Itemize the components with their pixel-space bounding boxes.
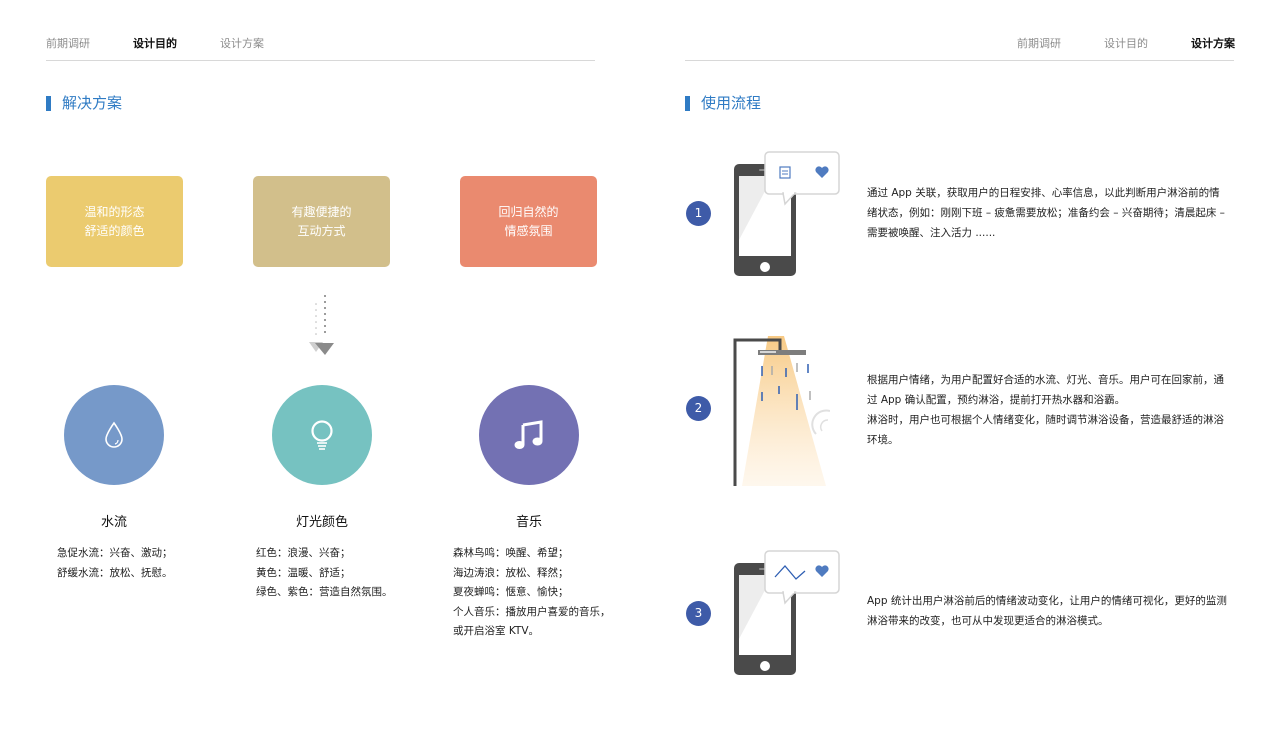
section-title-solution: 解决方案 [46,95,122,113]
shower-light-icon [733,336,830,486]
phone-calendar-heart-icon [734,151,840,276]
desc-line: 黄色：温暖、舒适； [256,566,351,579]
left-nav-divider [46,60,595,61]
feature-desc-water: 急促水流：兴奋、激动； 舒缓水流：放松、抚慰。 [57,544,173,583]
music-circle [479,385,579,485]
desc-line: 急促水流：兴奋、激动； [57,547,173,559]
down-arrow-icon [309,295,334,355]
desc-line: 淋浴带来的改变，也可从中发现更适合的淋浴模式。 [867,615,1109,627]
water-flow-circle [64,385,164,485]
card-natural-emotion: 回归自然的 情感氛围 [460,176,597,267]
card-gentle-form: 温和的形态 舒适的颜色 [46,176,183,267]
nav-item-research[interactable]: 前期调研 [1017,37,1061,50]
desc-line: 森林鸟鸣：唤醒、希望； [453,547,569,559]
desc-line: 舒缓水流：放松、抚慰。 [57,566,173,579]
desc-line: 海边涛浪：放松、释然； [453,566,569,579]
feature-title-music: 音乐 [515,515,542,530]
phone-wave-heart-icon [734,550,840,675]
desc-line: 根据用户情绪，为用户配置好合适的水流、灯光、音乐。用户可在回家前，通 [867,374,1224,386]
desc-line: 通过 App 关联，获取用户的日程安排、心率信息，以此判断用户淋浴前的情 [867,187,1220,199]
feature-desc-light: 红色：浪漫、兴奋； 黄色：温暖、舒适； 绿色、紫色：营造自然氛围。 [256,544,393,603]
right-nav-divider [685,60,1234,61]
nav-item-plan[interactable]: 设计方案 [1191,37,1235,50]
water-drop-icon [105,421,123,448]
nav-item-research[interactable]: 前期调研 [46,37,90,50]
card-interaction: 有趣便捷的 互动方式 [253,176,390,267]
card-line: 情感氛围 [504,223,553,238]
step-desc-3: App 统计出用户淋浴前后的情绪波动变化，让用户的情绪可视化，更好的监测 淋浴带… [867,591,1237,631]
desc-line: 绪状态，例如：刚刚下班 – 疲惫需要放松；准备约会 – 兴奋期待；清晨起床 – [867,207,1225,219]
light-bulb-icon [311,420,333,450]
desc-line: 过 App 确认配置，预约淋浴，提前打开热水器和浴霸。 [867,394,1126,406]
card-line: 舒适的颜色 [84,223,145,238]
step-badge-2: 2 [686,396,711,421]
desc-line: 夏夜蝉鸣：惬意、愉快； [453,586,569,598]
feature-title-water: 水流 [100,515,127,530]
step-desc-2: 根据用户情绪，为用户配置好合适的水流、灯光、音乐。用户可在回家前，通 过 App… [867,370,1237,450]
left-nav: 前期调研 设计目的 设计方案 [46,35,596,50]
nav-item-purpose[interactable]: 设计目的 [133,37,177,50]
desc-line: 环境。 [867,434,899,446]
desc-line: 红色：浪漫、兴奋； [256,547,351,559]
card-line: 回归自然的 [498,204,559,219]
desc-line: 需要被唤醒、注入活力 ...... [867,227,996,239]
desc-line: 绿色、紫色：营造自然氛围。 [256,586,393,598]
music-note-icon [514,420,543,449]
right-nav: 前期调研 设计目的 设计方案 [685,35,1235,50]
nav-item-purpose[interactable]: 设计目的 [1104,37,1148,50]
desc-line: 或开启浴室 KTV。 [453,625,540,637]
desc-line: App 统计出用户淋浴前后的情绪波动变化，让用户的情绪可视化，更好的监测 [867,595,1227,607]
feature-desc-music: 森林鸟鸣：唤醒、希望； 海边涛浪：放松、释然； 夏夜蝉鸣：惬意、愉快； 个人音乐… [453,544,611,642]
light-color-circle [272,385,372,485]
step-badge-3: 3 [686,601,711,626]
section-title-flow: 使用流程 [685,95,761,113]
nav-item-plan[interactable]: 设计方案 [220,37,264,50]
feature-title-light: 灯光颜色 [295,515,348,530]
desc-line: 个人音乐：播放用户喜爱的音乐， [453,605,611,618]
card-line: 温和的形态 [84,204,145,219]
step-desc-1: 通过 App 关联，获取用户的日程安排、心率信息，以此判断用户淋浴前的情 绪状态… [867,183,1237,243]
card-line: 有趣便捷的 [291,204,352,219]
card-line: 互动方式 [297,223,346,238]
desc-line: 淋浴时，用户也可根据个人情绪变化，随时调节淋浴设备，营造最舒适的淋浴 [867,414,1224,426]
step-badge-1: 1 [686,201,711,226]
